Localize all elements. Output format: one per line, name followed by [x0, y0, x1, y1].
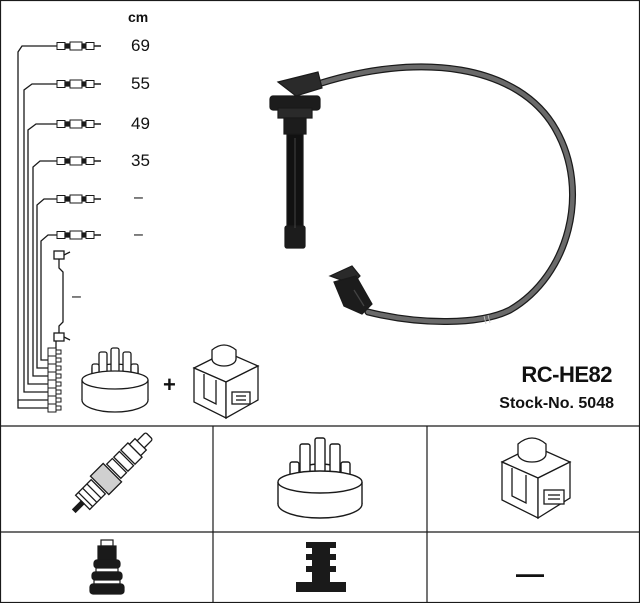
stock-number-label: Stock-No. 5048 [499, 396, 614, 412]
lead-1 [17, 41, 102, 401]
parts-grid-lines [0, 425, 640, 603]
lead-4-length: 35 [131, 151, 150, 170]
lead-7 [48, 250, 71, 353]
kit-plus-sign: + [163, 372, 176, 397]
lead-2-length: 55 [131, 74, 150, 93]
lead-3-length: 49 [131, 114, 150, 133]
lead-6-length: – [134, 226, 143, 243]
lead-6 [40, 230, 102, 361]
length-unit-label: cm [128, 9, 149, 25]
lead-1-length: 69 [131, 36, 150, 55]
distributor-cap-icon [277, 437, 363, 519]
lead-5 [36, 194, 102, 369]
kit-ignition-coil-icon [192, 344, 260, 420]
stock-number: 5048 [578, 395, 614, 412]
model-title: RC-HE82 [521, 362, 612, 387]
lead-4 [32, 156, 102, 377]
ignition-coil-icon [500, 437, 572, 520]
cable-ribs [483, 314, 491, 325]
coil-boot-icon [328, 265, 373, 315]
plug-connector-icon [89, 539, 125, 595]
lead-5-length: – [134, 189, 143, 206]
coil-connector-icon: — [516, 558, 544, 589]
lead-7-length: – [72, 288, 81, 305]
stock-prefix: Stock-No. [499, 395, 574, 412]
spark-plug-icon [71, 432, 153, 514]
lead-bottom-return [17, 400, 48, 409]
spark-plug-boot-icon [269, 71, 323, 249]
kit-distributor-cap-icon [81, 347, 149, 413]
lead-3 [27, 119, 102, 385]
cable-leads-schematic [17, 41, 102, 413]
distributor-terminal-icon [296, 542, 346, 592]
ignition-cable-illustration [269, 63, 576, 325]
lead-2 [23, 79, 102, 393]
lead-terminals [47, 347, 62, 413]
